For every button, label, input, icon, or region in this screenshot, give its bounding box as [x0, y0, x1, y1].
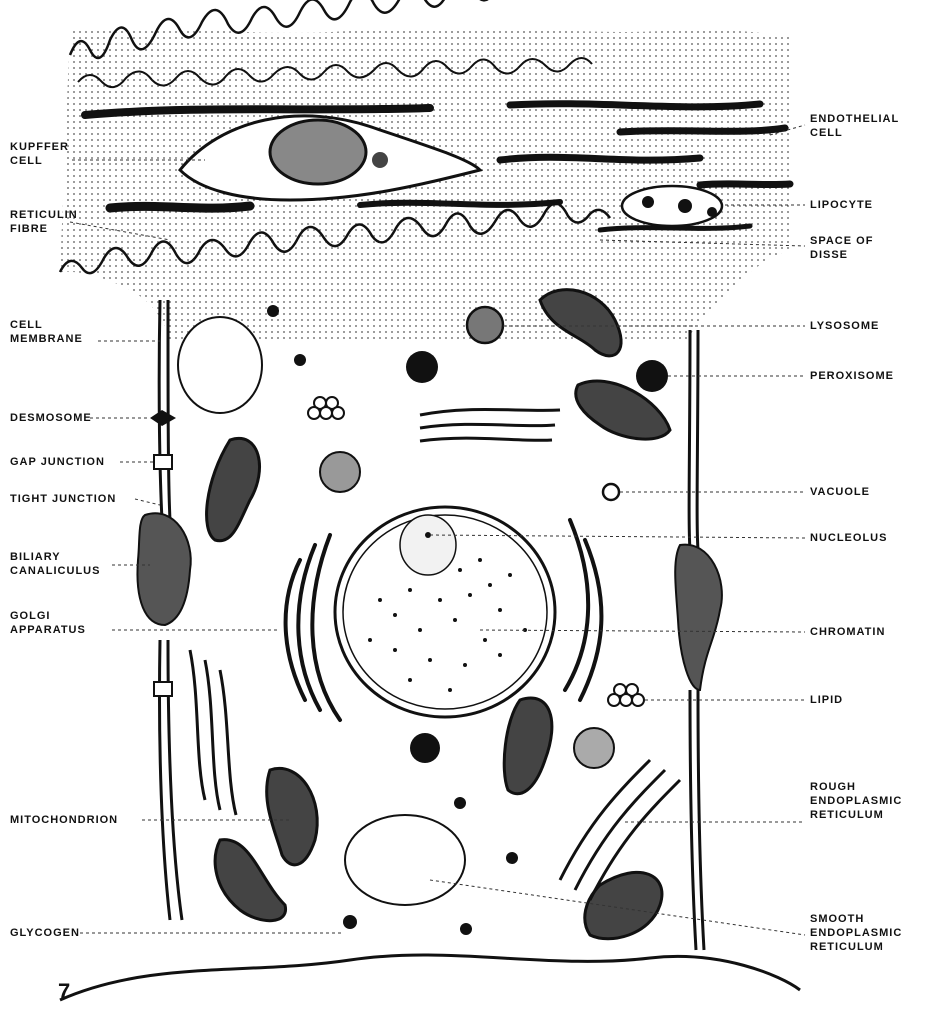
- label-biliary-canaliculus: BILIARY CANALICULUS: [10, 550, 100, 578]
- label-lipid: LIPID: [810, 693, 843, 707]
- label-peroxisome: PEROXISOME: [810, 369, 894, 383]
- label-endothelial-cell: ENDOTHELIAL CELL: [810, 112, 899, 140]
- label-gap-junction: GAP JUNCTION: [10, 455, 105, 469]
- label-kupffer-cell: KUPFFER CELL: [10, 140, 69, 168]
- label-glycogen: GLYCOGEN: [10, 926, 80, 940]
- label-reticulin-fibre: RETICULIN FIBRE: [10, 208, 78, 236]
- label-golgi-apparatus: GOLGI APPARATUS: [10, 609, 86, 637]
- figure-number: 7: [58, 985, 70, 999]
- lipid-droplets: [608, 684, 644, 706]
- nucleus: [335, 507, 555, 717]
- bottom-edge: [60, 955, 800, 1000]
- label-space-of-disse: SPACE OF DISSE: [810, 234, 873, 262]
- label-nucleolus: NUCLEOLUS: [810, 531, 887, 545]
- label-cell-membrane: CELL MEMBRANE: [10, 318, 83, 346]
- left-cell-membrane: [137, 300, 190, 920]
- right-cell-membrane: [675, 330, 722, 950]
- label-smooth-er: SMOOTH ENDOPLASMIC RETICULUM: [810, 912, 902, 954]
- lipocyte: [622, 186, 722, 226]
- label-tight-junction: TIGHT JUNCTION: [10, 492, 116, 506]
- label-vacuole: VACUOLE: [810, 485, 870, 499]
- label-mitochondrion: MITOCHONDRION: [10, 813, 118, 827]
- label-lipocyte: LIPOCYTE: [810, 198, 873, 212]
- label-lysosome: LYSOSOME: [810, 319, 879, 333]
- label-rough-er: ROUGH ENDOPLASMIC RETICULUM: [810, 780, 902, 822]
- label-chromatin: CHROMATIN: [810, 625, 885, 639]
- label-desmosome: DESMOSOME: [10, 411, 92, 425]
